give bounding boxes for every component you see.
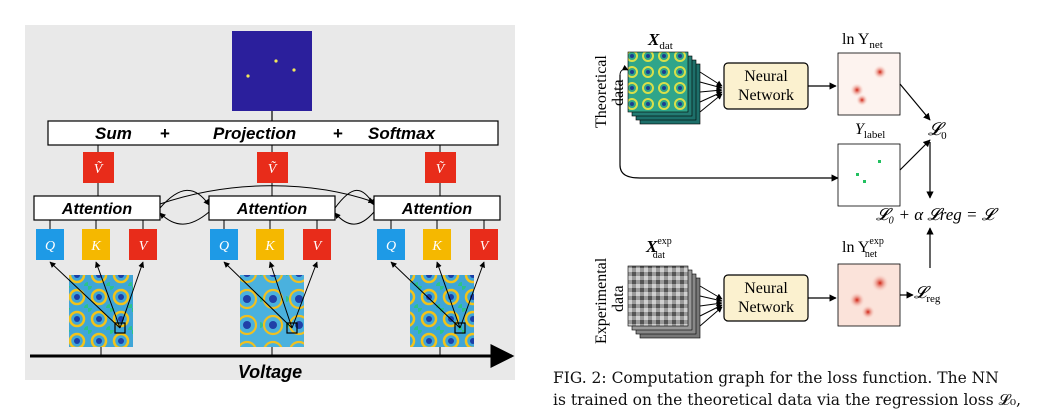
svg-text:Network: Network — [738, 299, 794, 316]
svg-text:Network: Network — [738, 87, 794, 104]
figure-caption: FIG. 2: Computation graph for the loss f… — [553, 367, 1048, 411]
theoretical-data-label: Theoreticaldata — [593, 55, 627, 128]
svg-text:Attention: Attention — [401, 201, 472, 218]
svg-text:Q: Q — [219, 239, 229, 254]
attention-column-1: Ṽ Attention Q K V — [33, 145, 161, 356]
loss-computation-graph: Xdat Theoreticaldata Neural Network ln Y… — [593, 30, 999, 344]
svg-text:K: K — [264, 239, 275, 254]
query-box — [377, 229, 405, 260]
output-map-dot — [246, 74, 250, 78]
loss-reg-label: 𝓛reg — [914, 283, 941, 305]
svg-text:K: K — [90, 239, 101, 254]
experimental-data-stack — [627, 265, 701, 339]
value-box — [303, 229, 331, 260]
combined-loss-equation: 𝓛₀ + α 𝓛reg = 𝓛 — [876, 205, 999, 224]
y-net-map — [837, 52, 901, 116]
ln-y-net-label: ln Ynet — [842, 31, 883, 51]
svg-text:Attention: Attention — [236, 201, 307, 218]
output-map-dot — [292, 68, 296, 72]
sum-projection-softmax-block — [47, 120, 499, 146]
svg-text:K: K — [431, 239, 442, 254]
svg-text:+: + — [333, 124, 343, 143]
input-wavefunction-map — [69, 275, 133, 347]
x-dat-label: Xdat — [647, 30, 673, 52]
svg-text:Q: Q — [45, 239, 55, 254]
svg-text:Ṽ: Ṽ — [94, 160, 104, 177]
sum-label: Sum — [95, 124, 132, 143]
output-map-dot — [274, 59, 278, 63]
value-box — [470, 229, 498, 260]
attention-architecture-figure: Sum + Projection + Softmax Ṽ Attention Q… — [25, 25, 515, 382]
value-box — [129, 229, 157, 260]
softmax-label: Softmax — [368, 124, 437, 143]
v-tilde-box — [425, 152, 456, 183]
v-tilde-box — [257, 152, 288, 183]
attention-block — [33, 195, 161, 221]
y-label-label: Ylabel — [855, 121, 885, 141]
query-box — [210, 229, 238, 260]
attention-block — [208, 195, 336, 221]
key-box — [82, 229, 110, 260]
svg-text:Q: Q — [386, 239, 396, 254]
attention-block — [373, 195, 501, 221]
output-map — [232, 31, 312, 111]
svg-text:Attention: Attention — [61, 201, 132, 218]
theoretical-data-stack — [627, 51, 701, 125]
svg-text:Neural: Neural — [744, 280, 788, 297]
key-box — [256, 229, 284, 260]
svg-text:Neural: Neural — [744, 68, 788, 85]
svg-text:V: V — [313, 239, 323, 254]
caption-line-2: is trained on the theoretical data via t… — [553, 391, 1022, 409]
attention-column-2: Ṽ Attention Q K V — [208, 145, 336, 356]
v-tilde-box — [83, 152, 114, 183]
key-box — [423, 229, 451, 260]
loss-l0-label: 𝓛0 — [928, 119, 947, 142]
voltage-axis-label: Voltage — [238, 362, 302, 382]
svg-text:+: + — [160, 124, 170, 143]
query-box — [36, 229, 64, 260]
experimental-data-label: Experimentaldata — [593, 257, 627, 344]
y-label-map — [837, 143, 901, 207]
input-wavefunction-map — [240, 275, 304, 347]
attention-column-3: Ṽ Attention Q K V — [373, 145, 501, 356]
svg-text:V: V — [480, 239, 490, 254]
svg-text:Ṽ: Ṽ — [268, 160, 278, 177]
projection-label: Projection — [213, 124, 296, 143]
svg-text:V: V — [139, 239, 149, 254]
svg-text:Ṽ: Ṽ — [436, 160, 446, 177]
caption-line-1: FIG. 2: Computation graph for the loss f… — [553, 369, 999, 387]
